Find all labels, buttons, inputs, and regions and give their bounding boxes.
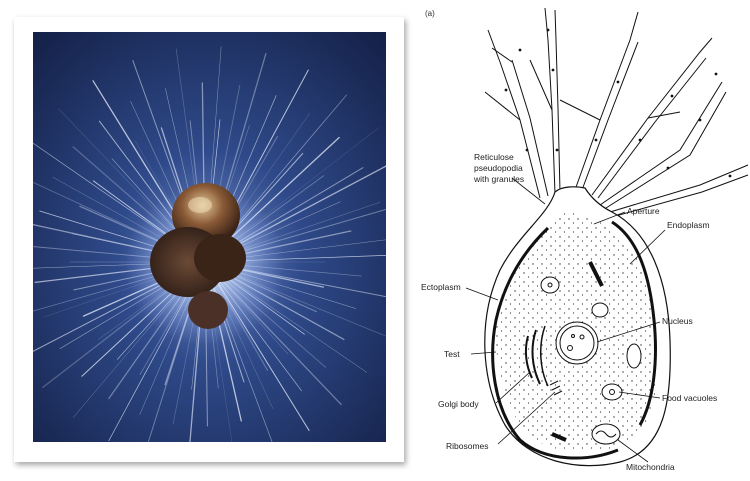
label-ribosomes: Ribosomes (446, 441, 489, 451)
nucleus (556, 322, 598, 364)
panel-tag: (a) (425, 9, 435, 18)
label-food-vacuoles: Food vacuoles (662, 393, 717, 403)
label-pseudopodia-line1: Reticulose (474, 152, 514, 162)
label-golgi: Golgi body (438, 399, 479, 409)
label-pseudopodia-line2: pseudopodia (474, 163, 523, 173)
label-mitochondria: Mitochondria (626, 462, 675, 472)
photograph-panel (14, 17, 404, 462)
cell-diagram: (a) (421, 8, 748, 472)
label-endoplasm: Endoplasm (667, 220, 710, 230)
label-aperture: Aperture (627, 206, 660, 216)
label-ectoplasm: Ectoplasm (421, 282, 461, 292)
label-nucleus: Nucleus (662, 316, 693, 326)
label-test: Test (444, 349, 460, 359)
reticulose-pseudopodia (485, 8, 748, 217)
label-pseudopodia-line3: with granules (473, 174, 524, 184)
mitochondria (592, 424, 620, 444)
